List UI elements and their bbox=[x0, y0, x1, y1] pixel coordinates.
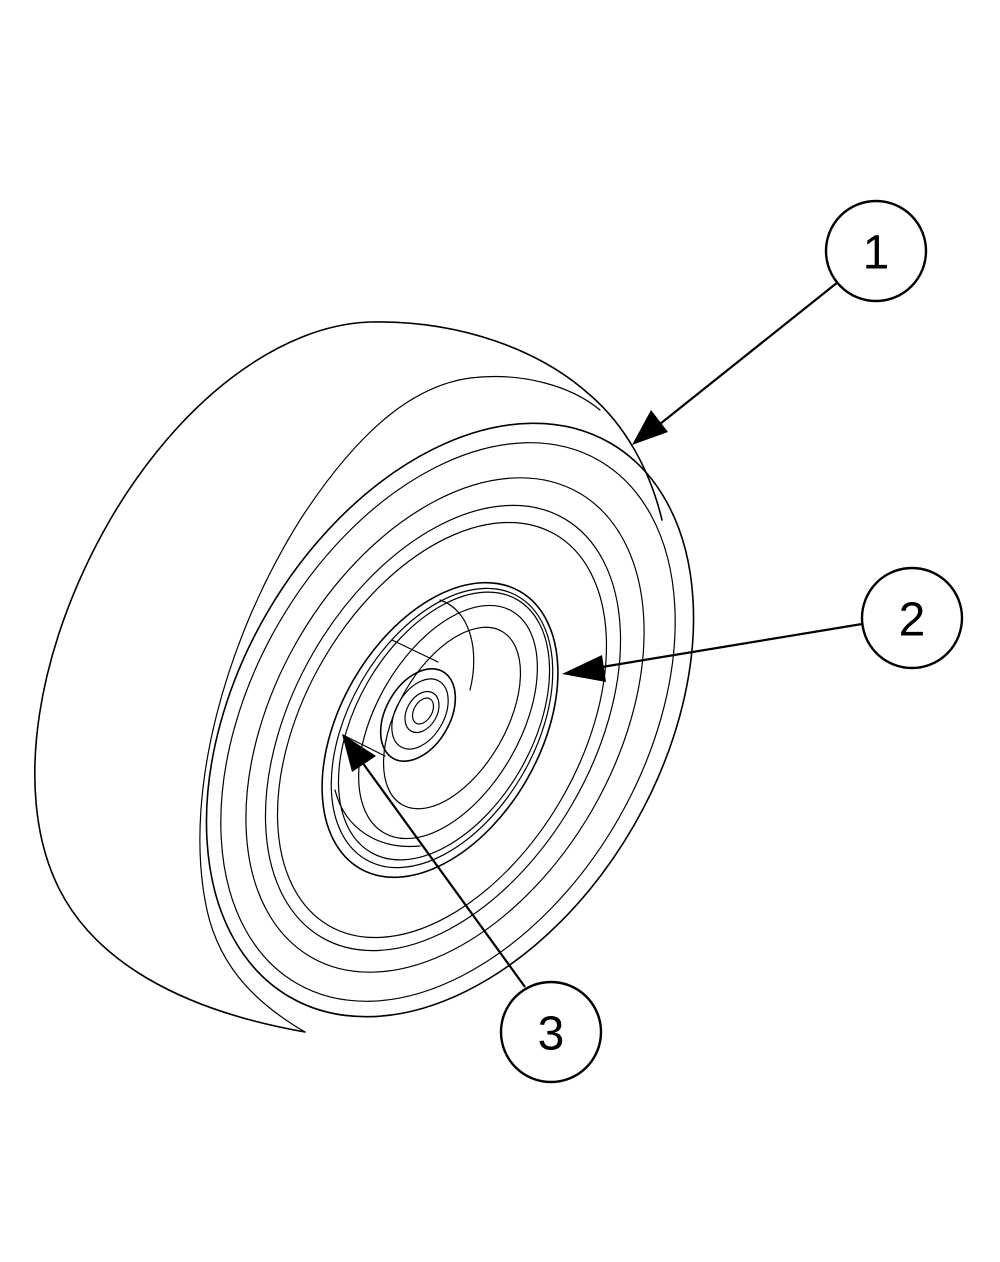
hub-bore bbox=[411, 697, 435, 725]
rim bbox=[321, 581, 559, 879]
callout-2-circle bbox=[860, 566, 964, 670]
callout-1-label: 1 bbox=[863, 227, 890, 280]
tire bbox=[34, 321, 695, 1033]
tire-tread-line bbox=[199, 375, 601, 1033]
callout-3-label: 3 bbox=[538, 1008, 565, 1061]
callout-2-leader bbox=[595, 622, 863, 670]
callout-2: 2 bbox=[562, 566, 964, 682]
rim-inner-contour-2 bbox=[439, 599, 475, 691]
rim-center-dish bbox=[382, 626, 522, 810]
tire-sidewall-ring-4 bbox=[276, 521, 608, 939]
callout-1-arrowhead bbox=[632, 410, 668, 445]
rim-flange-edge bbox=[337, 591, 551, 861]
tire-sidewall-ring-2 bbox=[245, 477, 645, 973]
callout-3-leader bbox=[361, 761, 526, 988]
tire-sidewall-outer bbox=[205, 422, 695, 1018]
callout-2-arrowhead bbox=[562, 655, 606, 682]
callout-2-label: 2 bbox=[899, 594, 926, 647]
axle-tube-top bbox=[391, 639, 439, 663]
axle-tube-bottom bbox=[342, 734, 386, 757]
rim-outer-flange bbox=[321, 581, 559, 879]
callout-1: 1 bbox=[632, 199, 928, 445]
rim-barrel bbox=[358, 604, 538, 840]
hub-bearing bbox=[342, 639, 457, 762]
hub-ring bbox=[391, 678, 449, 750]
tire-outer-silhouette bbox=[34, 321, 663, 1033]
hub-outer bbox=[379, 668, 457, 762]
callout-3: 3 bbox=[342, 734, 603, 1084]
rim-inner-contour-1 bbox=[334, 789, 421, 848]
callout-1-leader bbox=[659, 281, 839, 425]
tire-sidewall-ring-3 bbox=[264, 504, 622, 952]
hub-bore-outer bbox=[404, 690, 440, 734]
rim-flange-inner bbox=[330, 587, 554, 869]
callout-3-circle bbox=[499, 980, 603, 1084]
callout-1-circle bbox=[824, 199, 928, 303]
callout-3-arrowhead bbox=[342, 734, 376, 772]
tire-sidewall-ring-1 bbox=[220, 442, 676, 1002]
